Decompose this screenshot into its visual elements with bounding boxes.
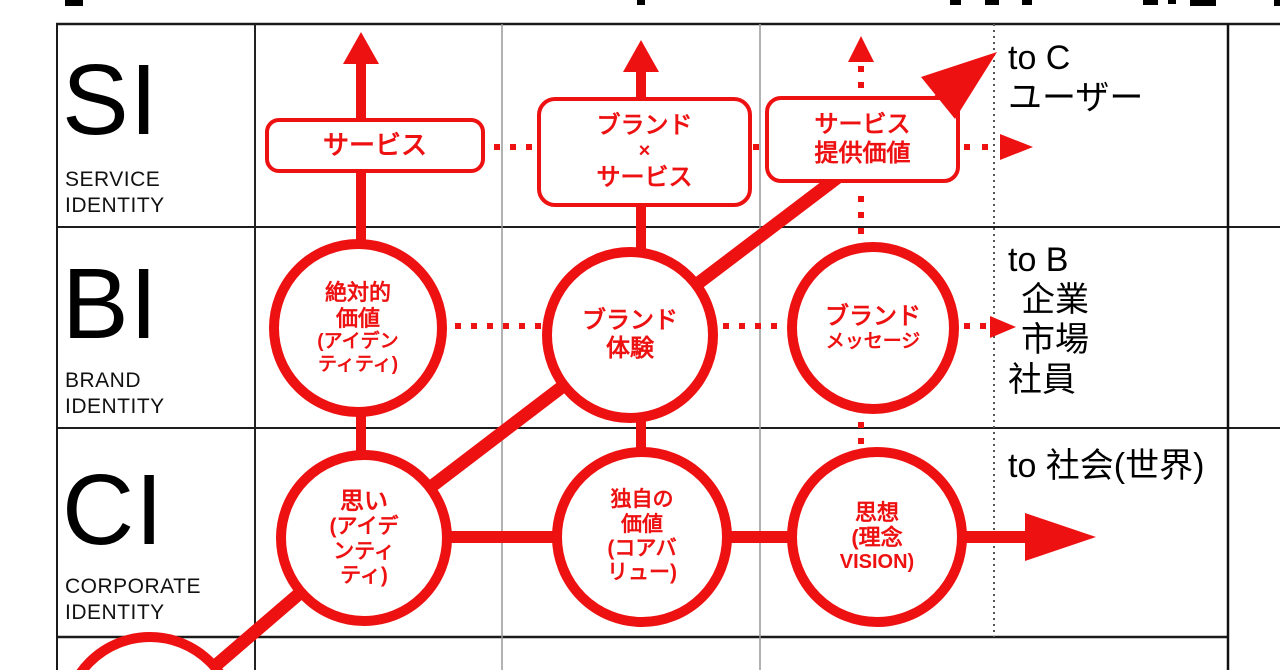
node-label: サービス — [814, 111, 911, 139]
dot — [494, 144, 500, 150]
row-sublabel-line: CORPORATE — [65, 575, 201, 598]
node-label: リュー) — [607, 561, 677, 585]
node-label: ブランド — [582, 307, 678, 335]
node-absolute-value-circle: 絶対的 価値 (アイデン ティティ) — [269, 239, 447, 417]
up-arrow-column2-icon — [623, 40, 659, 72]
dot — [471, 323, 477, 329]
up-arrow-column3-dotted-icon — [848, 36, 874, 62]
node-label: ブランド — [596, 111, 693, 139]
cropped-title-fragment — [985, 0, 999, 5]
cropped-title-fragment — [1022, 0, 1032, 5]
dot — [964, 144, 970, 150]
cropped-title-fragment — [637, 0, 645, 5]
row-sublabel-ci: CORPORATE IDENTITY — [65, 574, 201, 627]
dot — [487, 323, 493, 329]
row-sublabel-line: IDENTITY — [65, 194, 165, 218]
node-label: 絶対的 — [324, 280, 391, 306]
node-label: サービス — [322, 130, 427, 161]
row-sublabel-line: BRAND — [65, 369, 142, 392]
target-line: to B — [1008, 241, 1069, 279]
node-label: ブランド — [825, 303, 921, 331]
dot — [982, 144, 988, 150]
cropped-title-fragment — [1190, 0, 1216, 6]
node-label: (アイデ — [329, 515, 399, 539]
row-sublabel-line: IDENTITY — [65, 601, 165, 625]
node-brand-message-circle: ブランド メッセージ — [787, 242, 959, 414]
up-arrow-column1-icon — [343, 32, 379, 64]
row-label-bi: BI — [62, 248, 159, 360]
dot — [980, 323, 986, 329]
cropped-title-fragment — [65, 0, 83, 6]
node-service-box: サービス — [265, 118, 485, 173]
dotted-arrow-to-b-icon — [990, 316, 1016, 338]
dot — [503, 323, 509, 329]
node-label: 思い — [340, 487, 388, 515]
dot — [858, 212, 864, 218]
dotted-arrow-to-c-icon — [1000, 134, 1033, 160]
big-diagonal-arrow-to-c-icon — [921, 52, 997, 119]
target-to-c: to C ユーザー — [1008, 38, 1143, 118]
dot — [858, 438, 864, 444]
dot — [723, 323, 729, 329]
target-to-society: to 社会(世界) — [1008, 446, 1204, 486]
dot — [755, 323, 761, 329]
target-line: 市場 — [1021, 321, 1089, 360]
row-sublabel-si: SERVICE IDENTITY — [65, 167, 165, 220]
node-unique-value-circle: 独自の 価値 (コアバ リュー) — [552, 447, 732, 627]
target-line: ユーザー — [1008, 79, 1144, 118]
node-label: 提供価値 — [814, 139, 911, 167]
dot — [519, 323, 525, 329]
node-label: (コアバ — [607, 537, 677, 560]
node-label: (理念 — [851, 525, 903, 551]
target-line: 社員 — [1008, 361, 1076, 400]
dot — [510, 144, 516, 150]
cropped-title-fragment — [1168, 0, 1176, 4]
dot — [526, 144, 532, 150]
dot — [739, 323, 745, 329]
node-philosophy-circle: 思想 (理念 VISION) — [787, 447, 967, 627]
node-label: ティティ) — [317, 353, 399, 375]
node-label: 価値 — [621, 512, 663, 536]
cropped-title-fragment — [1274, 0, 1280, 6]
row-sublabel-line: SERVICE — [65, 168, 161, 191]
node-label: (アイデン — [317, 331, 399, 353]
cropped-title-fragment — [950, 0, 961, 5]
dot — [455, 323, 461, 329]
row-label-ci: CI — [62, 454, 164, 566]
dot — [753, 144, 759, 150]
big-arrow-to-society-icon — [1025, 513, 1096, 561]
dot — [535, 323, 541, 329]
target-to-b: to B 企業 市場 社員 — [1008, 240, 1089, 400]
node-label: 体験 — [606, 335, 654, 362]
node-label: ンティ — [333, 539, 395, 563]
cropped-title-fragment — [1143, 0, 1158, 5]
row-sublabel-line: IDENTITY — [65, 395, 165, 419]
target-line: 企業 — [1021, 281, 1089, 320]
node-label: 価値 — [335, 305, 380, 331]
node-brand-experience-circle: ブランド 体験 — [542, 247, 718, 423]
target-line: to 社会(世界) — [1008, 447, 1205, 485]
node-label: VISION) — [839, 550, 915, 573]
dot — [858, 422, 864, 428]
dot — [858, 228, 864, 234]
dot — [771, 323, 777, 329]
node-label: メッセージ — [825, 330, 921, 352]
dot — [858, 196, 864, 202]
row-label-si: SI — [62, 44, 159, 156]
dot — [858, 82, 864, 88]
node-label: サービス — [596, 163, 693, 191]
dot — [964, 323, 970, 329]
diagonal-growth-line — [200, 93, 945, 670]
dot — [858, 66, 864, 72]
row-sublabel-bi: BRAND IDENTITY — [65, 368, 165, 421]
node-label: 思想 — [854, 499, 899, 525]
node-omoi-circle: 思い (アイデ ンティ ティ) — [276, 450, 452, 626]
target-line: to C — [1008, 39, 1071, 77]
node-label: 独自の — [610, 488, 674, 512]
node-brand-x-service-box: ブランド × サービス — [537, 97, 752, 207]
node-label: ティ) — [340, 564, 388, 588]
node-label: × — [638, 140, 651, 163]
node-service-value-box: サービス 提供価値 — [765, 96, 960, 183]
